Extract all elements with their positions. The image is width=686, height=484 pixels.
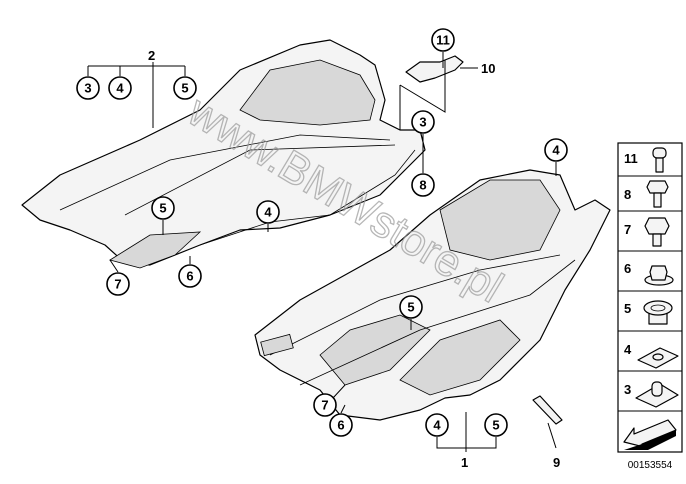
callout-8[interactable]: 8	[411, 173, 435, 197]
svg-text:8: 8	[419, 178, 426, 193]
arrow-icon	[623, 419, 677, 450]
callout-4-mid[interactable]: 4	[256, 200, 280, 224]
underbody-panel-upper[interactable]	[21, 39, 426, 269]
label-1: 1	[461, 455, 468, 470]
svg-text:4: 4	[433, 418, 441, 433]
callout-5-lower[interactable]: 5	[484, 413, 508, 437]
label-2: 2	[148, 48, 155, 63]
callout-11[interactable]: 11	[431, 28, 455, 52]
svg-text:4: 4	[264, 205, 272, 220]
svg-text:7: 7	[624, 222, 631, 237]
svg-text:3: 3	[624, 382, 631, 397]
callout-5-mid[interactable]: 5	[151, 196, 175, 220]
svg-text:6: 6	[186, 269, 193, 284]
svg-text:7: 7	[321, 398, 328, 413]
bracket-part[interactable]	[399, 55, 464, 130]
svg-text:6: 6	[337, 418, 344, 433]
svg-text:4: 4	[116, 81, 124, 96]
callout-3-upper[interactable]: 3	[76, 76, 100, 100]
legend-item-3[interactable]: 3	[624, 381, 679, 408]
callout-4-right[interactable]: 4	[544, 138, 568, 162]
clip-nut-icon	[637, 347, 679, 369]
svg-text:4: 4	[552, 143, 560, 158]
legend-item-6[interactable]: 6	[624, 261, 674, 286]
svg-text:7: 7	[114, 277, 121, 292]
legend-item-8[interactable]: 8	[624, 180, 669, 208]
callout-7-upper[interactable]: 7	[106, 272, 130, 296]
svg-text:3: 3	[419, 115, 426, 130]
legend-item-7[interactable]: 7	[624, 217, 670, 247]
callout-5-lower-mid[interactable]: 5	[399, 295, 423, 319]
label-10: 10	[481, 61, 495, 76]
svg-text:6: 6	[624, 261, 631, 276]
strip-part[interactable]	[532, 395, 563, 425]
svg-text:5: 5	[492, 418, 499, 433]
callout-4-lower[interactable]: 4	[425, 413, 449, 437]
svg-text:4: 4	[624, 342, 632, 357]
clip-nut-angled-icon	[635, 381, 679, 408]
legend-item-5[interactable]: 5	[624, 300, 673, 325]
callout-5-upper[interactable]: 5	[173, 76, 197, 100]
fastener-legend: 11 8 7 6 5 4 3	[617, 142, 683, 453]
svg-text:5: 5	[407, 300, 414, 315]
callout-3-right[interactable]: 3	[411, 110, 435, 134]
svg-text:5: 5	[159, 201, 166, 216]
svg-text:11: 11	[624, 151, 638, 166]
svg-text:3: 3	[84, 81, 91, 96]
plug-icon	[643, 300, 673, 325]
callout-6-upper[interactable]: 6	[178, 264, 202, 288]
label-9: 9	[553, 455, 560, 470]
hex-bolt-icon	[646, 180, 669, 208]
svg-text:5: 5	[624, 301, 631, 316]
flange-nut-icon	[644, 265, 674, 286]
legend-item-4[interactable]: 4	[624, 342, 679, 369]
leader-lines	[87, 52, 557, 452]
hex-socket-bolt-icon	[652, 147, 667, 173]
underbody-panel-lower[interactable]	[254, 169, 611, 421]
callout-7-lower[interactable]: 7	[313, 393, 337, 417]
image-number: 00153554	[628, 460, 673, 471]
hex-bolt-short-icon	[644, 217, 670, 247]
callout-4-upper[interactable]: 4	[108, 76, 132, 100]
legend-item-arrow[interactable]	[623, 419, 677, 450]
legend-item-11[interactable]: 11	[624, 147, 667, 173]
svg-text:8: 8	[624, 187, 631, 202]
svg-text:5: 5	[181, 81, 188, 96]
callout-6-lower[interactable]: 6	[329, 413, 353, 437]
svg-text:11: 11	[436, 33, 450, 48]
